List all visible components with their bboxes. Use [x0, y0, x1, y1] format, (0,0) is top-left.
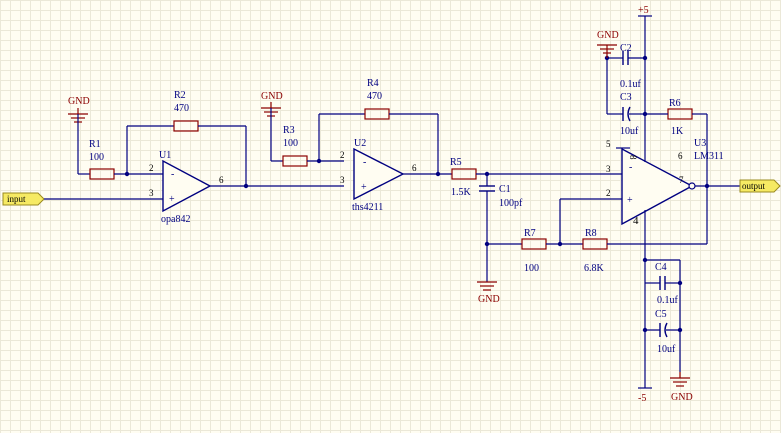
- svg-text:100: 100: [283, 138, 298, 149]
- svg-text:0.1uf: 0.1uf: [657, 295, 679, 306]
- resistor-r6[interactable]: R6 1K: [667, 98, 693, 137]
- capacitor-c4[interactable]: C4 0.1uf: [655, 262, 679, 306]
- vpos-supply: +5: [638, 5, 652, 17]
- svg-text:8: 8: [628, 155, 638, 160]
- svg-text:100: 100: [89, 152, 104, 163]
- svg-text:7: 7: [679, 175, 684, 185]
- input-port[interactable]: input: [2, 192, 45, 206]
- svg-text:3: 3: [606, 164, 611, 174]
- svg-text:GND: GND: [261, 91, 283, 102]
- svg-text:input: input: [7, 194, 26, 204]
- svg-text:10uf: 10uf: [657, 344, 676, 355]
- ground-symbol-c1: GND: [477, 281, 500, 305]
- svg-text:6: 6: [412, 163, 417, 173]
- svg-text:R5: R5: [450, 157, 462, 168]
- opamp-u2[interactable]: - + U2 ths4211 2 3 6: [340, 138, 417, 213]
- svg-text:1.5K: 1.5K: [451, 187, 472, 198]
- resistor-r7[interactable]: R7 100: [521, 228, 547, 274]
- svg-text:+: +: [627, 195, 633, 206]
- svg-text:R1: R1: [89, 139, 101, 150]
- svg-text:+: +: [169, 194, 175, 205]
- resistor-r8[interactable]: R8 6.8K: [582, 228, 608, 274]
- svg-text:R8: R8: [585, 228, 597, 239]
- svg-text:+: +: [361, 182, 367, 193]
- svg-text:GND: GND: [478, 294, 500, 305]
- resistor-r3[interactable]: R3 100: [282, 125, 308, 167]
- svg-text:R4: R4: [367, 78, 379, 89]
- capacitor-c3[interactable]: C3 10uf: [620, 92, 639, 137]
- svg-text:3: 3: [149, 188, 154, 198]
- svg-text:2: 2: [149, 163, 154, 173]
- ground-symbol-u2: GND: [261, 91, 283, 117]
- ground-symbol-u1: GND: [68, 96, 90, 123]
- junction-dot: [677, 327, 683, 333]
- svg-text:GND: GND: [597, 30, 619, 41]
- junction-dot: [243, 183, 249, 189]
- svg-text:U3: U3: [694, 138, 706, 149]
- svg-text:6.8K: 6.8K: [584, 263, 605, 274]
- capacitor-c2[interactable]: C2 0.1uf: [620, 43, 642, 90]
- svg-text:ths4211: ths4211: [352, 202, 383, 213]
- svg-text:R3: R3: [283, 125, 295, 136]
- resistor-r5[interactable]: R5 1.5K: [450, 157, 477, 198]
- svg-text:GND: GND: [68, 96, 90, 107]
- svg-text:C2: C2: [620, 43, 632, 54]
- svg-text:output: output: [742, 181, 766, 191]
- svg-text:3: 3: [340, 175, 345, 185]
- resistor-r4[interactable]: R4 470: [364, 78, 390, 120]
- svg-text:0.1uf: 0.1uf: [620, 79, 642, 90]
- ground-symbol-c5: GND: [670, 372, 693, 403]
- svg-text:1K: 1K: [671, 126, 684, 137]
- vneg-supply: -5: [638, 387, 652, 404]
- svg-text:100pf: 100pf: [499, 198, 523, 209]
- svg-text:6: 6: [678, 151, 683, 161]
- capacitor-c1[interactable]: C1 100pf: [479, 184, 523, 209]
- svg-text:470: 470: [367, 91, 382, 102]
- svg-text:+5: +5: [638, 5, 649, 16]
- svg-text:-5: -5: [638, 393, 646, 404]
- svg-text:C1: C1: [499, 184, 511, 195]
- svg-text:R6: R6: [669, 98, 681, 109]
- resistor-r1[interactable]: R1 100: [89, 139, 115, 180]
- junction-dot: [677, 280, 683, 286]
- svg-text:10uf: 10uf: [620, 126, 639, 137]
- ground-symbol-c2: GND: [597, 30, 619, 58]
- svg-text:-: -: [171, 169, 174, 180]
- junction-dot: [435, 171, 441, 177]
- svg-text:470: 470: [174, 103, 189, 114]
- svg-text:C5: C5: [655, 309, 667, 320]
- svg-text:LM311: LM311: [694, 151, 724, 162]
- svg-text:U2: U2: [354, 138, 366, 149]
- svg-text:2: 2: [606, 188, 611, 198]
- output-port[interactable]: output: [739, 179, 781, 193]
- capacitor-c5[interactable]: C5 10uf: [655, 309, 676, 355]
- opamp-u1[interactable]: - + U1 opa842 2 3 6: [149, 150, 224, 225]
- comparator-u3[interactable]: - + U3 LM311 5 3 2 6 7 4 8: [606, 138, 724, 227]
- svg-text:4: 4: [633, 215, 639, 227]
- svg-text:5: 5: [606, 139, 611, 149]
- svg-text:2: 2: [340, 150, 345, 160]
- svg-text:C3: C3: [620, 92, 632, 103]
- svg-text:R7: R7: [524, 228, 536, 239]
- svg-text:100: 100: [524, 263, 539, 274]
- svg-text:GND: GND: [671, 392, 693, 403]
- svg-text:-: -: [363, 157, 366, 168]
- svg-text:opa842: opa842: [161, 214, 190, 225]
- svg-text:R2: R2: [174, 90, 186, 101]
- svg-text:C4: C4: [655, 262, 667, 273]
- svg-text:U1: U1: [159, 150, 171, 161]
- resistor-r2[interactable]: R2 470: [173, 90, 199, 132]
- svg-text:6: 6: [219, 175, 224, 185]
- svg-text:-: -: [629, 162, 632, 173]
